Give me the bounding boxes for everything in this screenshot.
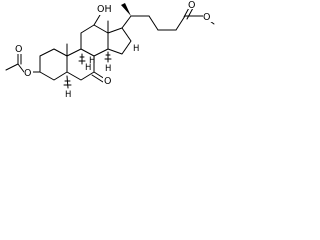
acetate-ester-o-label: O xyxy=(24,68,31,79)
c14-h-label: H xyxy=(105,64,111,74)
atom-labels: OH O O O O O H H H H H xyxy=(15,0,212,100)
acetate-carbonyl-o-label: O xyxy=(15,44,22,55)
c5-h-label: H xyxy=(65,90,71,100)
methyl-ester-carbonyl-o-label: O xyxy=(188,0,195,11)
c9-h-label: H xyxy=(89,56,95,66)
methyl-ester-o-label: O xyxy=(203,12,210,23)
hydroxyl-oh-label: OH xyxy=(97,4,112,15)
stereo-wedge-c20 xyxy=(121,3,131,16)
c8-h-label: H xyxy=(85,63,91,73)
chemical-structure: OH O O O O O H H H H H xyxy=(5,0,215,100)
c17-h-label: H xyxy=(133,44,139,54)
hashed-stereo-bonds xyxy=(63,51,112,89)
ketone-o-label: O xyxy=(104,76,111,87)
